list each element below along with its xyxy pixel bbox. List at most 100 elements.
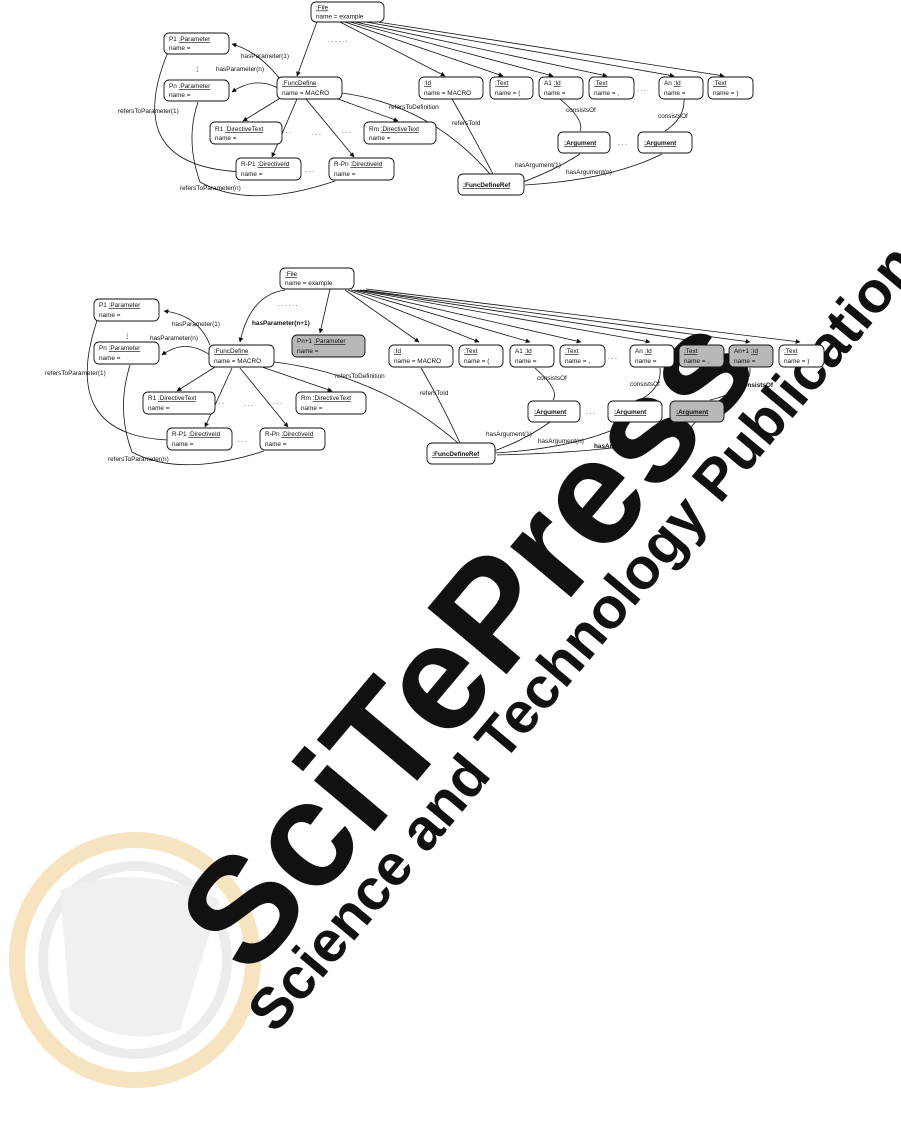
svg-text:Rm :DirectiveText: Rm :DirectiveText bbox=[369, 126, 419, 133]
label-hasarg-n: hasArgument(n) bbox=[566, 169, 612, 176]
edge-file-text-comma2 bbox=[359, 289, 701, 344]
watermark-logo-text: SciTePress bbox=[146, 281, 787, 1000]
svg-text:An :Id: An :Id bbox=[635, 348, 652, 355]
svg-text:P1 :Parameter: P1 :Parameter bbox=[169, 36, 211, 43]
label-refersparam-1: refersToParameter(1) bbox=[45, 370, 106, 377]
svg-text::Argument: :Argument bbox=[676, 409, 709, 416]
edge-refersparam-n bbox=[191, 101, 336, 197]
node-arg1: :Argument bbox=[557, 131, 611, 154]
edge-file-funcdefine bbox=[238, 289, 286, 343]
edge-file-id bbox=[344, 289, 420, 343]
edge-funcdefine-rpn bbox=[305, 98, 355, 158]
edge-consists-n1 bbox=[709, 367, 751, 401]
svg-text::Text: :Text bbox=[565, 348, 579, 355]
svg-text:name = MACRO: name = MACRO bbox=[214, 358, 261, 365]
svg-text::FuncDefine: :FuncDefine bbox=[282, 80, 317, 87]
node-a1: A1 :Id name = bbox=[538, 76, 584, 100]
svg-text:name =: name = bbox=[334, 171, 356, 178]
dots-r1-rm-c: . . . bbox=[342, 128, 351, 135]
svg-text::FuncDefineRef: :FuncDefineRef bbox=[432, 451, 480, 458]
dots-rp1-rpn: . . . bbox=[305, 167, 314, 174]
node-rp1: R-P1 :DirectiveId name = bbox=[166, 427, 233, 451]
dots-rp1-rpn: . . . bbox=[238, 437, 247, 444]
svg-text:name = ,: name = , bbox=[684, 358, 709, 365]
edge-funcdefine-r1 bbox=[242, 96, 283, 122]
label-consists-1: consistsOf bbox=[537, 375, 567, 382]
label-refersid: refersToId bbox=[420, 390, 449, 397]
svg-text::Text: :Text bbox=[784, 348, 798, 355]
svg-text::Text: :Text bbox=[464, 348, 478, 355]
dots-comma-an: . . . bbox=[637, 86, 646, 93]
edge-hasparam-n bbox=[231, 82, 279, 93]
svg-text::Text: :Text bbox=[594, 80, 608, 87]
node-text-comma2-highlighted: :Text name = , bbox=[678, 344, 725, 368]
svg-text::File: :File bbox=[285, 271, 298, 278]
dots-r1-rm-a: . . . bbox=[282, 128, 291, 135]
edge-file-funcdefine bbox=[296, 18, 319, 77]
svg-text:name = ,: name = , bbox=[594, 90, 619, 97]
node-argn: :Argument bbox=[637, 131, 693, 154]
svg-text::Text: :Text bbox=[684, 348, 698, 355]
dots-r1-rm-a: . . . bbox=[215, 399, 224, 406]
svg-text:name =: name = bbox=[515, 358, 537, 365]
label-hasparam-1: hasParameter(1) bbox=[241, 53, 289, 60]
node-an: An :Id name = bbox=[658, 76, 704, 100]
edge-file-an bbox=[356, 289, 651, 344]
svg-text:A1 :Id: A1 :Id bbox=[515, 348, 532, 355]
svg-text:name =: name = bbox=[635, 358, 657, 365]
svg-text::File: :File bbox=[316, 5, 329, 12]
edge-refersdef bbox=[341, 92, 491, 175]
node-p1: P1 :Parameter name = bbox=[163, 32, 230, 55]
node-rpn: R-Pn :DirectiveId name = bbox=[259, 427, 326, 451]
edge-refersparam-n bbox=[123, 364, 265, 466]
svg-text::Argument: :Argument bbox=[614, 409, 647, 416]
edge-file-pn1 bbox=[318, 288, 331, 334]
svg-text:name =: name = bbox=[241, 171, 263, 178]
edges-bottom bbox=[86, 288, 801, 466]
svg-text:R-Pn :DirectiveId: R-Pn :DirectiveId bbox=[334, 161, 383, 168]
node-file: :File name = example bbox=[310, 1, 385, 23]
svg-text:A1 :Id: A1 :Id bbox=[544, 80, 561, 87]
node-funcdefineref: :FuncDefineRef bbox=[426, 442, 496, 465]
label-refersdef: refersToDefinition bbox=[335, 373, 385, 380]
node-text-open: :Text name = ( bbox=[458, 344, 504, 368]
label-consists-n: consistsOf bbox=[658, 113, 688, 120]
edge-file-text-comma bbox=[353, 289, 582, 344]
node-pn: Pn :Parameter name = bbox=[163, 79, 230, 102]
watermark-seal-icon bbox=[9, 832, 261, 1088]
edge-file-a1 bbox=[350, 289, 531, 344]
label-hasparam-1: hasParameter(1) bbox=[172, 321, 220, 328]
node-an: An :Id name = bbox=[629, 344, 675, 368]
node-id: :Id name = MACRO bbox=[418, 76, 484, 100]
svg-text:P1 :Parameter: P1 :Parameter bbox=[99, 302, 141, 309]
svg-text:name = ,: name = , bbox=[565, 358, 590, 365]
node-pn1-highlighted: Pn+1 :Parameter name = bbox=[291, 334, 366, 358]
edge-consists-1 bbox=[559, 98, 582, 132]
node-funcdefine: :FuncDefine name = MACRO bbox=[208, 344, 275, 368]
node-r1: R1 :DirectiveText name = bbox=[142, 391, 216, 415]
edge-funcdefine-r1 bbox=[176, 366, 216, 392]
label-refersparam-n: refersToParameter(n) bbox=[180, 185, 241, 192]
svg-text:name =: name = bbox=[734, 358, 756, 365]
label-refersid: refersToId bbox=[452, 120, 481, 127]
svg-text:name =: name = bbox=[169, 45, 191, 52]
label-hasarg-n1: hasArgument(n+1) bbox=[594, 443, 651, 450]
svg-text:Rm :DirectiveText: Rm :DirectiveText bbox=[301, 395, 351, 402]
svg-text::Id: :Id bbox=[394, 348, 402, 355]
dots-r1-rm-b: . . . bbox=[244, 401, 253, 408]
edge-funcdefine-rm bbox=[261, 366, 333, 392]
node-pn: Pn :Parameter name = bbox=[93, 341, 160, 365]
svg-text::Argument: :Argument bbox=[534, 409, 567, 416]
edge-funcdefine-rp1 bbox=[204, 367, 233, 428]
edge-hasarg-n1 bbox=[496, 421, 696, 456]
node-text-open: :Text name = ( bbox=[489, 76, 534, 100]
edge-file-text-open bbox=[344, 21, 504, 77]
svg-text:R-P1 :DirectiveId: R-P1 :DirectiveId bbox=[172, 431, 221, 438]
svg-text:An+1 :Id: An+1 :Id bbox=[734, 348, 758, 355]
label-consists-1: consistsOf bbox=[566, 107, 596, 114]
node-text-comma: :Text name = , bbox=[559, 344, 606, 368]
dots-file-horizontal: . . . . . . bbox=[278, 301, 298, 308]
svg-text:name = (: name = ( bbox=[495, 90, 521, 97]
edge-refersparam-1 bbox=[86, 311, 169, 441]
